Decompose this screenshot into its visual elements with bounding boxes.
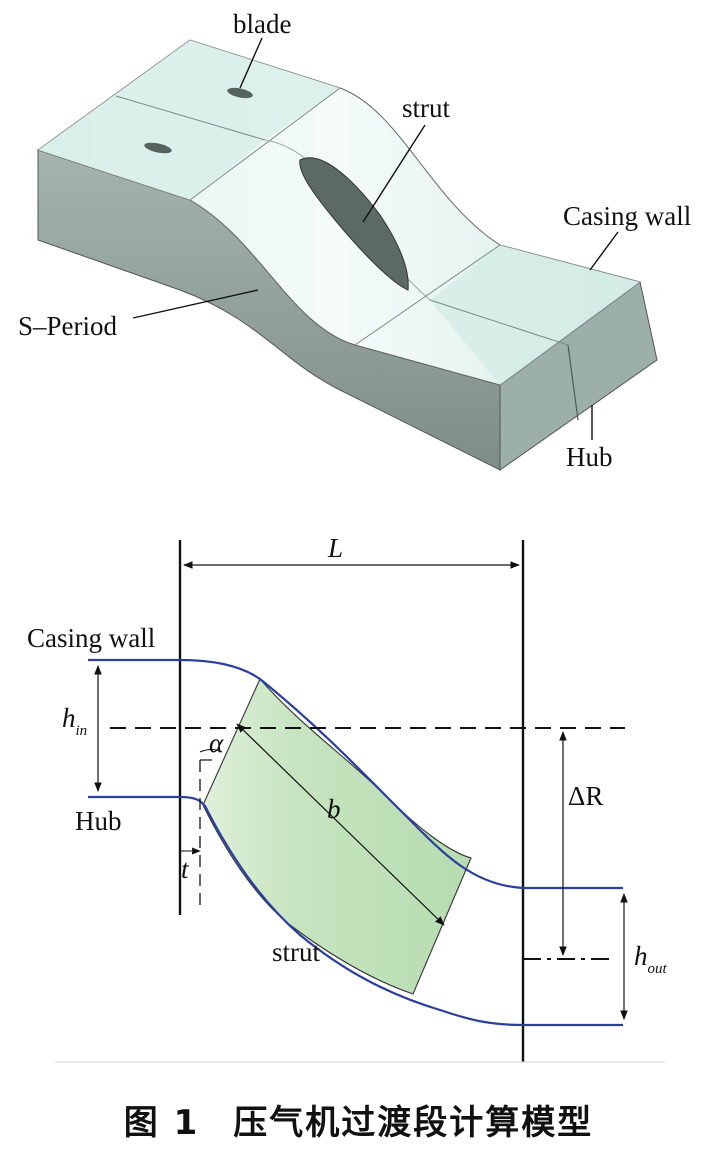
- hin-label: hin: [62, 703, 87, 739]
- b-label: b: [327, 794, 341, 824]
- section-strut-label: strut: [272, 937, 321, 967]
- L-label: L: [327, 533, 343, 563]
- figure-number: 图 1: [123, 1103, 200, 1143]
- inlet-block-top: [38, 40, 340, 200]
- hout-label: hout: [634, 941, 668, 977]
- strut-section: [202, 677, 472, 995]
- section-view: L hin ΔR hout b α t Casing wall Hub: [27, 533, 668, 1063]
- figure-title: 压气机过渡段计算模型: [233, 1103, 594, 1143]
- outlet-block-top: [430, 245, 640, 385]
- hub-wall-line: [88, 795, 623, 1027]
- strut-label: strut: [402, 93, 451, 123]
- strut-cutout: [299, 157, 409, 291]
- delta-r-label: ΔR: [568, 781, 603, 811]
- blade-label: blade: [233, 9, 291, 39]
- iso-view: blade strut Casing wall S–Period Hub: [18, 9, 691, 472]
- chord-b-arrow: [236, 723, 445, 926]
- section-casing-wall-label: Casing wall: [27, 623, 155, 653]
- blade-cutout-2: [144, 142, 172, 154]
- alpha-label: α: [209, 728, 224, 758]
- casing-wall-label: Casing wall: [563, 201, 691, 231]
- t-label: t: [181, 854, 190, 884]
- s-period-label: S–Period: [18, 311, 118, 341]
- section-hub-label: Hub: [75, 806, 122, 836]
- blade-cutout-1: [227, 87, 253, 99]
- alpha-arc: [199, 748, 223, 753]
- figure-caption: 图 1 压气机过渡段计算模型: [0, 1095, 717, 1144]
- hub-label: Hub: [566, 442, 613, 472]
